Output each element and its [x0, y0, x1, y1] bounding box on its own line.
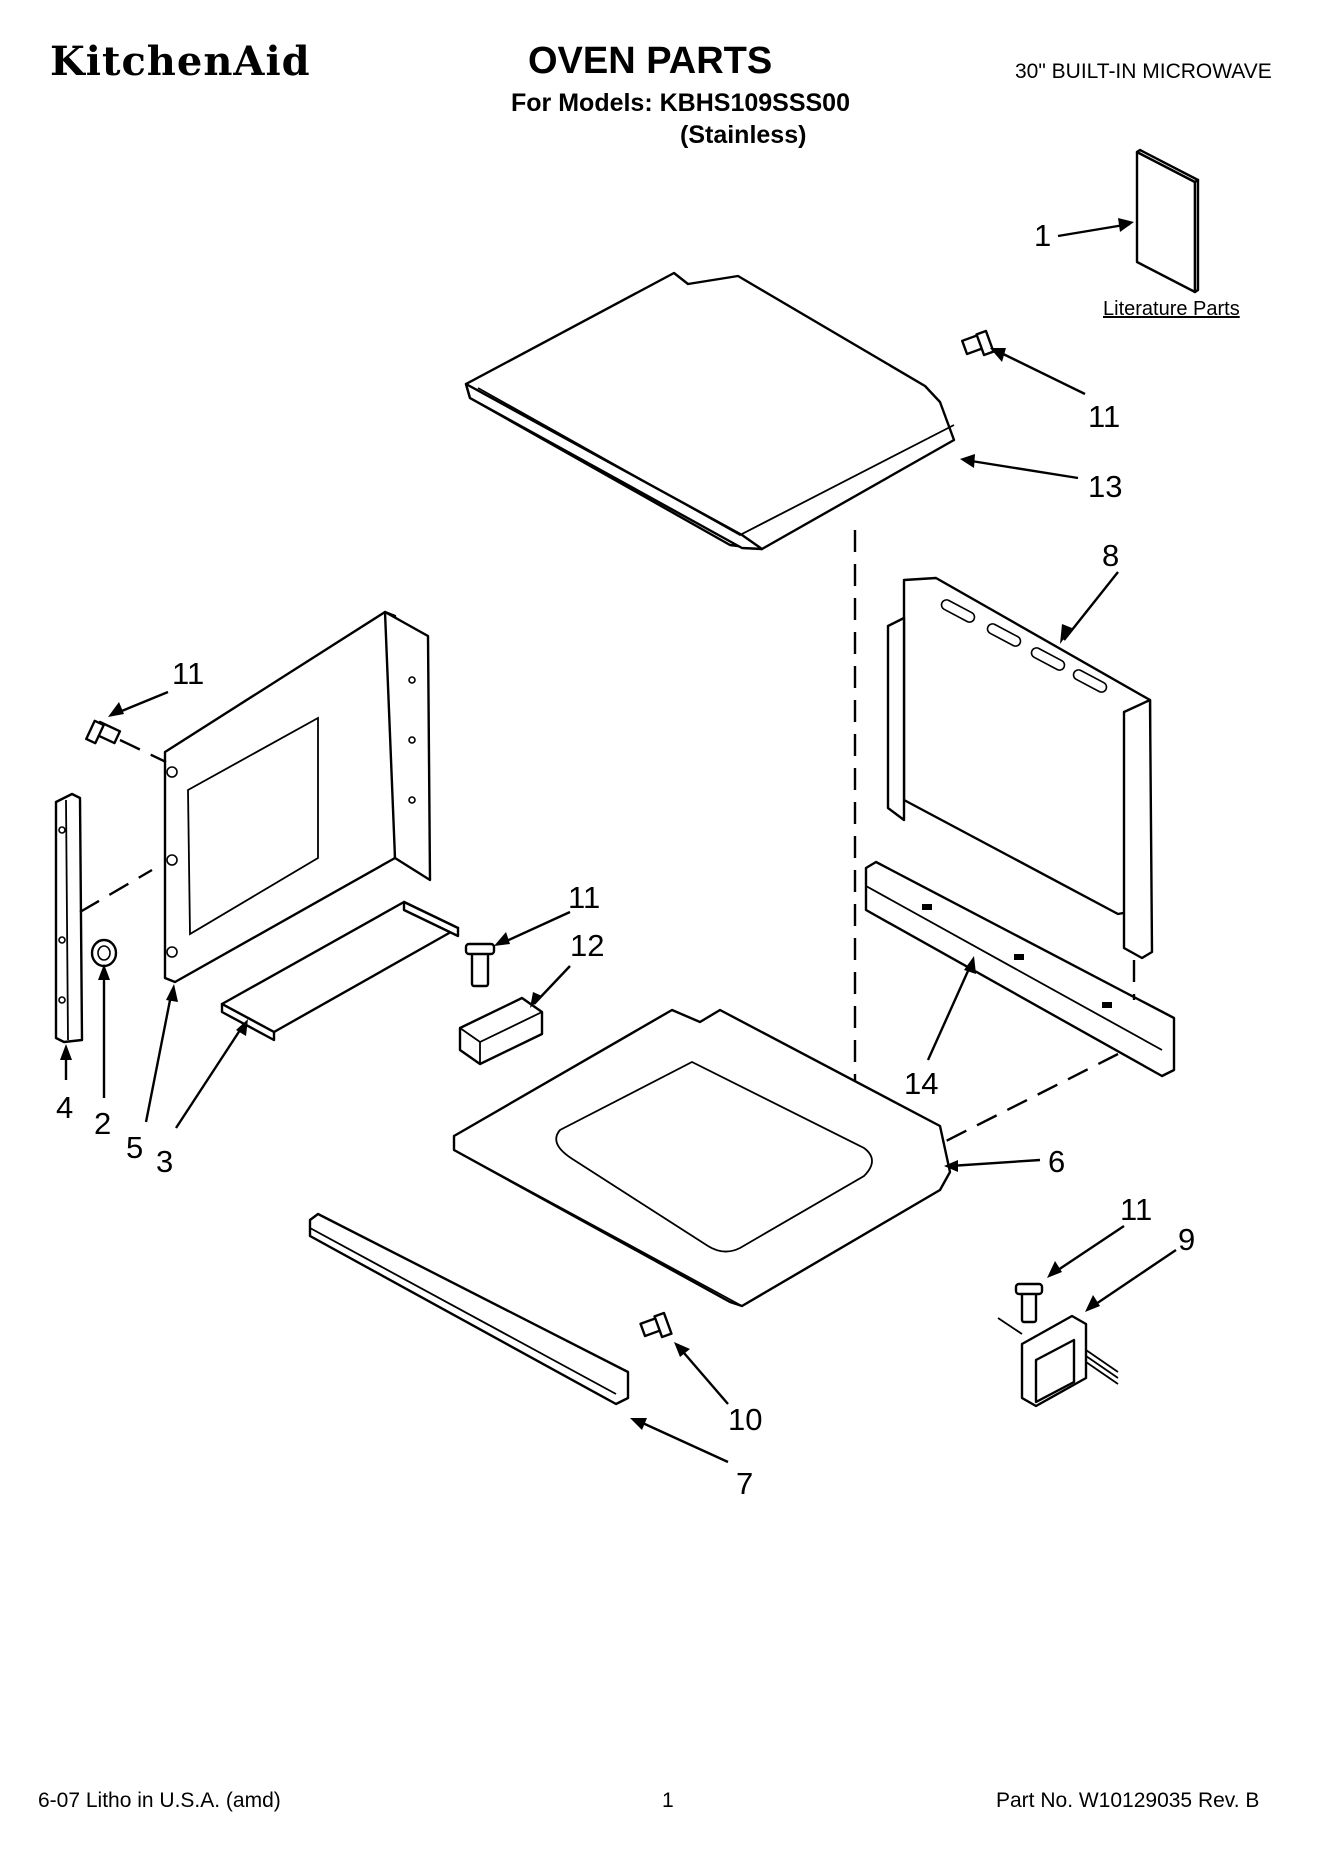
- callout-7: 7: [736, 1466, 753, 1501]
- models-line: For Models: KBHS109SSS00: [511, 89, 850, 117]
- callout-12: 12: [570, 928, 604, 963]
- callout-13: 13: [1088, 469, 1122, 504]
- brand-logo: KitchenAid: [50, 38, 311, 85]
- literature-parts-label: Literature Parts: [1103, 298, 1240, 320]
- footer-part-number: Part No. W10129035 Rev. B: [996, 1789, 1260, 1812]
- trim-screw: [639, 1311, 673, 1339]
- callout-3: 3: [156, 1144, 173, 1179]
- right-side-panel: [886, 576, 1154, 960]
- callout-labels: 1 11 13 8 11 4 2 5 3 11 12 14 6 11 9 10 …: [56, 218, 1195, 1501]
- callout-9: 9: [1178, 1222, 1195, 1257]
- callout-8: 8: [1102, 538, 1119, 573]
- literature-booklet: [1135, 148, 1200, 294]
- callout-11-top: 11: [1088, 399, 1120, 434]
- callout-11-right: 11: [1120, 1192, 1152, 1227]
- callout-2: 2: [94, 1106, 111, 1141]
- front-rail: [864, 860, 1176, 1078]
- left-side-panel: [163, 610, 432, 984]
- callout-11-left: 11: [172, 656, 204, 691]
- front-trim: [308, 1212, 630, 1406]
- footer-page-number: 1: [662, 1789, 674, 1812]
- callout-14: 14: [904, 1066, 938, 1101]
- grommet: [90, 938, 118, 968]
- callout-6: 6: [1048, 1144, 1065, 1179]
- leader-lines: [60, 218, 1177, 1464]
- callout-5: 5: [126, 1130, 143, 1165]
- bottom-tray: [452, 1008, 952, 1308]
- footer-litho: 6-07 Litho in U.S.A. (amd): [38, 1789, 281, 1812]
- callout-11-center: 11: [568, 880, 600, 915]
- control-module: [458, 942, 544, 1066]
- callout-1: 1: [1034, 218, 1051, 253]
- top-panel: [464, 271, 956, 551]
- bottom-bracket: [220, 900, 460, 1042]
- top-screw: [961, 329, 995, 357]
- product-subtitle: 30" BUILT-IN MICROWAVE: [1015, 60, 1272, 83]
- callout-4: 4: [56, 1090, 73, 1125]
- transformer: [997, 1282, 1119, 1408]
- page-title: OVEN PARTS: [528, 40, 773, 82]
- callout-10: 10: [728, 1402, 762, 1437]
- left-screw: [85, 719, 122, 745]
- left-strip: [54, 792, 84, 1044]
- finish-label: (Stainless): [680, 121, 807, 149]
